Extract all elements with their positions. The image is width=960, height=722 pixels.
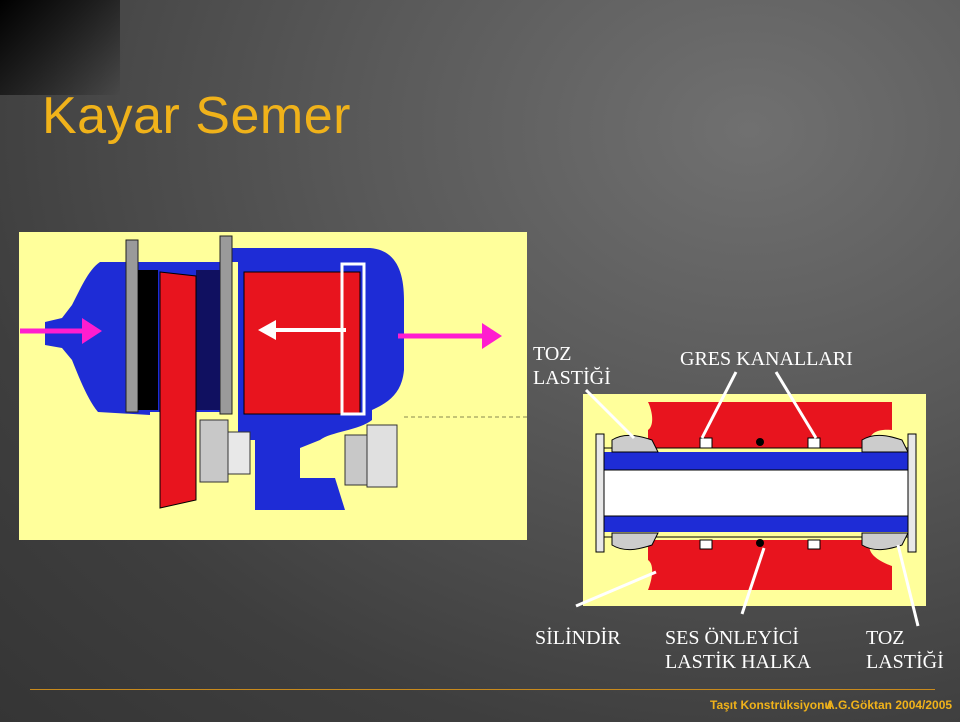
- slide-title: Kayar Semer: [42, 87, 351, 145]
- label-toz-lastigi-right: TOZ LASTİĞİ: [866, 627, 944, 673]
- leader-ses: [740, 547, 766, 615]
- red-housing-top: [648, 402, 892, 448]
- footer-course: Taşıt Konstrüksiyonu: [710, 698, 832, 712]
- leader-gres-1: [700, 371, 738, 439]
- housing-left-cap: [45, 262, 150, 415]
- red-housing-bottom: [648, 540, 892, 590]
- bolt-left: [199, 419, 229, 483]
- dust-boot-right-top: [861, 434, 909, 453]
- dust-boot-left-top: [611, 434, 659, 453]
- label-silindir: SİLİNDİR: [535, 627, 621, 649]
- plate-left: [125, 239, 139, 413]
- plate-right: [219, 235, 233, 415]
- leader-toz-top: [584, 388, 636, 440]
- label-toz-lastigi-top: TOZ LASTİĞİ: [533, 343, 611, 389]
- right-section-illustration: [575, 371, 926, 627]
- leader-silindir: [575, 570, 657, 608]
- grease-channel-1: [699, 437, 713, 449]
- footer-author: A.G.Göktan 2004/2005: [826, 698, 953, 712]
- red-brake-disc: [159, 271, 197, 509]
- bolt-right: [344, 434, 368, 486]
- label-ses-onleyici: SES ÖNLEYİCİ LASTİK HALKA: [665, 627, 812, 673]
- left-mechanism-illustration: [19, 232, 527, 540]
- leader-toz-right: [896, 544, 920, 627]
- footer-divider: [30, 689, 935, 690]
- grease-channel-2: [807, 437, 821, 449]
- white-shaft-core: [599, 469, 913, 517]
- leader-gres-2: [774, 371, 818, 439]
- label-gres-kanallari: GRES KANALLARI: [680, 348, 853, 370]
- slide-corner-decoration: [0, 0, 120, 95]
